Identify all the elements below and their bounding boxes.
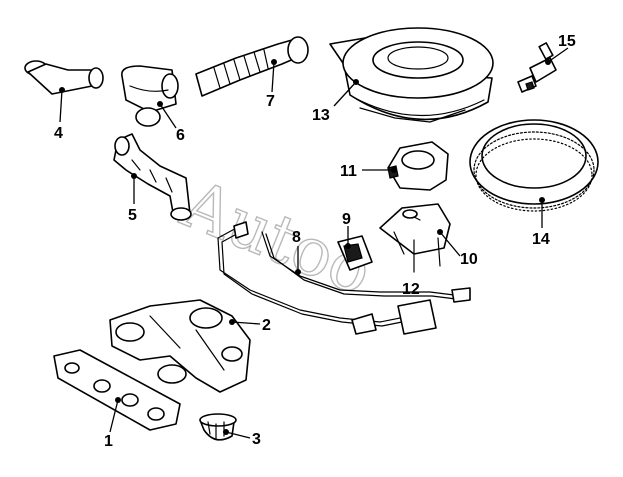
callout-11: 11	[340, 163, 357, 180]
callout-1: 1	[104, 433, 113, 450]
callout-12: 12	[402, 281, 420, 298]
part-4-elbow-pipe	[24, 60, 104, 95]
pipes-and-wiring	[217, 221, 471, 335]
callout-13: 13	[312, 107, 330, 124]
part-1-manifold-gasket	[53, 349, 181, 431]
leader-lines	[59, 47, 569, 439]
part-14-filter-ring	[469, 119, 599, 212]
callout-14: 14	[532, 231, 550, 248]
callout-9: 9	[342, 211, 351, 228]
callout-15: 15	[558, 33, 576, 50]
callout-labels: 1 2 3 4 5 6 7 8 9 10 11 12 13 14 15	[54, 33, 576, 450]
part-7-ribbed-hose	[195, 36, 309, 97]
callout-4: 4	[54, 125, 63, 142]
callout-3: 3	[252, 431, 261, 448]
callout-10: 10	[460, 251, 478, 268]
callout-6: 6	[176, 127, 185, 144]
part-2-intake-manifold	[109, 299, 251, 393]
callout-5: 5	[128, 207, 137, 224]
part-11-throttle-body	[387, 141, 449, 191]
watermark-text: Autoo	[171, 165, 383, 310]
part-10-mount-bracket	[379, 203, 451, 273]
part-5-coolant-hose	[113, 133, 192, 221]
callout-2: 2	[262, 317, 271, 334]
part-13-air-cleaner-housing	[329, 27, 494, 123]
callout-8: 8	[292, 229, 301, 246]
part-3-grommet	[199, 413, 237, 441]
part-6-thermostat-housing	[121, 65, 179, 127]
part-15-sensor-valve	[517, 42, 557, 93]
callout-7: 7	[266, 93, 275, 110]
